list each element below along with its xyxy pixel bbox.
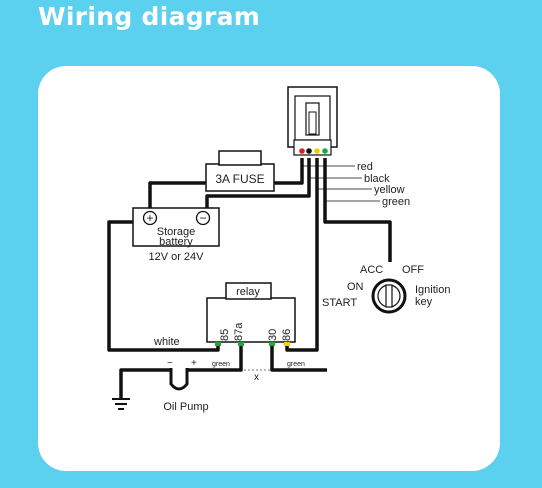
wire-label-leaders	[301, 161, 380, 202]
battery-voltage: 12V or 24V	[148, 251, 204, 263]
pin-red	[299, 148, 305, 154]
ignition-key: ACC OFF ON START Ignition key	[322, 264, 450, 314]
page-title: Wiring diagram	[38, 2, 261, 31]
ignition-on: ON	[347, 281, 364, 293]
fuse-label: 3A FUSE	[215, 172, 264, 186]
battery-minus-terminal	[195, 210, 211, 226]
pin-black	[306, 148, 312, 154]
pump-label: Oil Pump	[163, 401, 208, 413]
wire-label-red: red	[357, 161, 373, 173]
oil-pump-icon	[169, 368, 189, 391]
battery-plus-sign: +	[146, 211, 153, 225]
ignition-off: OFF	[402, 264, 424, 276]
relay-pin-87a: 87a	[233, 322, 245, 341]
relay-pin-86-dot	[284, 342, 290, 346]
battery-minus-sign: −	[199, 211, 206, 225]
storage-battery: + − Storage battery 12V or 24V	[132, 207, 220, 263]
pump-plus: +	[191, 358, 197, 369]
pin-green	[322, 148, 328, 154]
wire-green-pump	[187, 343, 243, 372]
pin-yellow	[314, 148, 320, 154]
fuse: 3A FUSE	[205, 150, 275, 192]
relay-pin-30: 30	[267, 329, 279, 341]
ignition-acc: ACC	[360, 264, 383, 276]
wire-label-green-right: green	[287, 361, 305, 368]
battery-label-line2: battery	[159, 236, 193, 248]
ground-icon	[112, 398, 130, 410]
ignition-label-line1: Ignition	[415, 284, 450, 296]
pump-minus: −	[167, 358, 173, 369]
connector-plug	[287, 86, 338, 156]
cut-mark: x	[254, 372, 259, 383]
wire-label-white: white	[153, 336, 180, 348]
battery-plus-terminal	[142, 210, 158, 226]
ignition-label-line2: key	[415, 296, 433, 308]
wire-white	[107, 220, 220, 352]
wire-label-yellow: yellow	[374, 184, 405, 196]
relay-pin-87a-dot	[238, 342, 244, 346]
relay-pin-30-dot	[269, 342, 275, 346]
wire-pump-ground	[119, 368, 171, 398]
relay-pin-85: 85	[219, 329, 231, 341]
wires	[107, 158, 392, 398]
battery-label-line1: Storage	[157, 226, 196, 238]
relay: relay 85 87a 30 86	[206, 282, 296, 346]
oil-pump: − + Oil Pump	[163, 358, 208, 413]
relay-label: relay	[236, 286, 260, 298]
wire-green-right	[270, 343, 327, 372]
ignition-start: START	[322, 297, 357, 309]
wire-label-black: black	[364, 173, 390, 185]
relay-pin-85-dot	[215, 342, 221, 346]
wire-yellow-relay	[285, 158, 319, 352]
relay-pin-86: 86	[281, 329, 293, 341]
wire-label-green: green	[382, 196, 410, 208]
wire-label-green-left: green	[212, 361, 230, 368]
